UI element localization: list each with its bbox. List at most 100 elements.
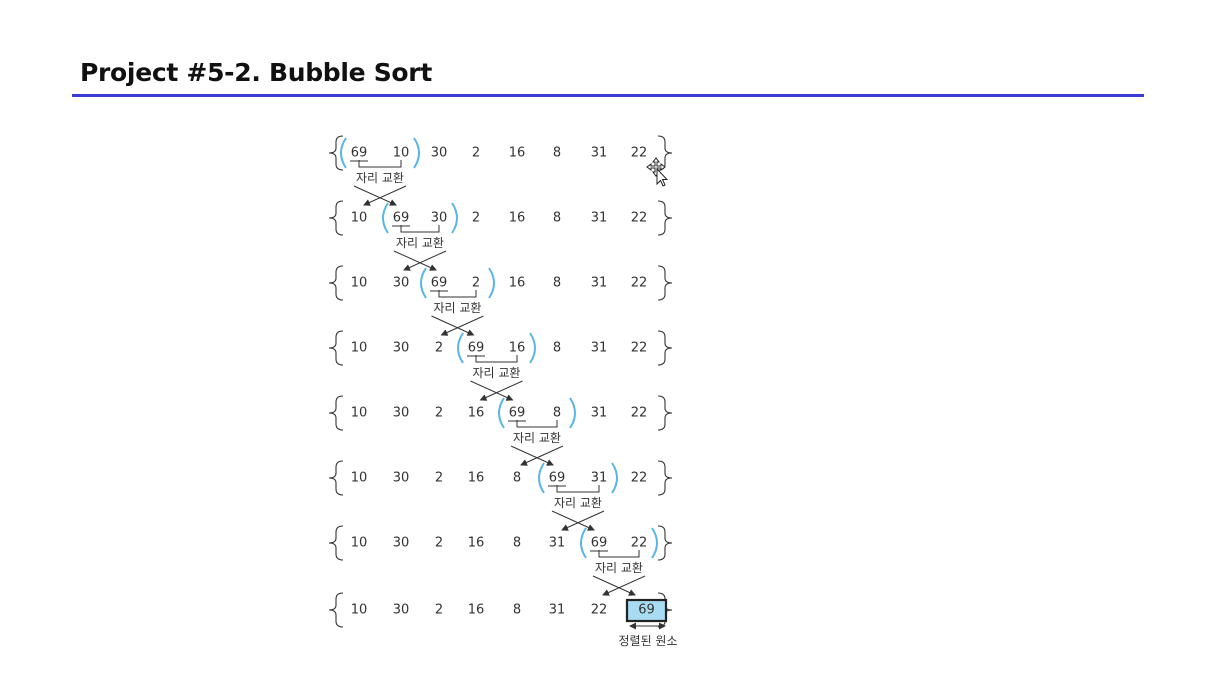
array-value: 10 — [351, 603, 368, 618]
array-value: 31 — [549, 536, 566, 551]
array-value: 10 — [351, 211, 368, 226]
slide-title: Project #5-2. Bubble Sort — [80, 58, 432, 87]
swap-label: 자리 교환 — [396, 236, 444, 250]
array-value: 22 — [631, 276, 648, 291]
array-value: 31 — [591, 341, 608, 356]
array-value: 8 — [513, 603, 521, 618]
swap-paren-left — [538, 462, 545, 494]
swap-paren-left — [580, 527, 587, 559]
sorted-element-value: 69 — [638, 603, 655, 618]
array-value: 10 — [351, 276, 368, 291]
array-value: 16 — [509, 276, 526, 291]
swap-paren-right — [611, 462, 618, 494]
open-brace — [328, 395, 344, 431]
swap-arrow — [363, 185, 407, 206]
array-value: 10 — [351, 536, 368, 551]
array-value: 16 — [468, 603, 485, 618]
swap-paren-right — [569, 397, 576, 429]
array-value: 2 — [435, 341, 443, 356]
swap-arrow — [551, 510, 595, 531]
swap-bracket — [516, 420, 558, 428]
array-value: 30 — [431, 211, 448, 226]
close-brace — [657, 525, 673, 561]
close-brace — [657, 200, 673, 236]
array-value: 31 — [591, 276, 608, 291]
swap-label: 자리 교환 — [595, 561, 643, 575]
swap-label: 자리 교환 — [554, 496, 602, 510]
swap-paren-left — [340, 137, 347, 169]
array-value: 16 — [509, 341, 526, 356]
close-brace — [657, 460, 673, 496]
array-value: 69 — [509, 406, 526, 421]
open-brace — [328, 330, 344, 366]
array-value: 31 — [591, 211, 608, 226]
array-value: 2 — [435, 471, 443, 486]
swap-bracket — [358, 160, 402, 168]
array-value: 31 — [591, 406, 608, 421]
array-value: 8 — [513, 536, 521, 551]
swap-paren-right — [451, 202, 458, 234]
array-value: 16 — [468, 471, 485, 486]
array-value: 22 — [631, 406, 648, 421]
open-brace — [328, 135, 344, 171]
array-value: 69 — [468, 341, 485, 356]
swap-arrow — [561, 510, 605, 531]
array-value: 69 — [431, 276, 448, 291]
array-value: 10 — [351, 406, 368, 421]
array-value: 69 — [351, 146, 368, 161]
close-brace — [657, 395, 673, 431]
array-value: 31 — [591, 146, 608, 161]
move-cursor-icon — [646, 157, 669, 187]
array-value: 8 — [553, 341, 561, 356]
array-value: 8 — [553, 146, 561, 161]
swap-label: 자리 교환 — [434, 301, 482, 315]
swap-paren-right — [651, 527, 658, 559]
swap-bracket — [438, 290, 477, 298]
array-value: 22 — [631, 471, 648, 486]
array-value: 8 — [553, 211, 561, 226]
array-value: 2 — [435, 603, 443, 618]
array-value: 16 — [509, 211, 526, 226]
array-value: 8 — [553, 276, 561, 291]
swap-arrow — [470, 380, 514, 401]
array-value: 16 — [509, 146, 526, 161]
swap-arrow — [520, 445, 564, 466]
swap-arrow — [393, 250, 437, 271]
array-value: 30 — [393, 406, 410, 421]
array-value: 31 — [591, 471, 608, 486]
array-value: 10 — [351, 471, 368, 486]
array-value: 30 — [393, 536, 410, 551]
array-value: 10 — [351, 341, 368, 356]
swap-arrow — [602, 575, 646, 596]
array-value: 30 — [393, 341, 410, 356]
open-brace — [328, 200, 344, 236]
open-brace — [328, 460, 344, 496]
array-value: 22 — [631, 341, 648, 356]
swap-bracket — [556, 485, 600, 493]
array-value: 30 — [431, 146, 448, 161]
swap-arrow — [440, 315, 484, 336]
swap-arrow — [510, 445, 554, 466]
array-value: 30 — [393, 471, 410, 486]
swap-paren-left — [457, 332, 464, 364]
swap-label: 자리 교환 — [513, 431, 561, 445]
swap-bracket — [475, 355, 518, 363]
close-brace — [657, 330, 673, 366]
array-value: 30 — [393, 603, 410, 618]
array-value: 31 — [549, 603, 566, 618]
swap-paren-right — [529, 332, 536, 364]
open-brace — [328, 525, 344, 561]
sorted-element-box — [625, 598, 668, 623]
array-value: 22 — [631, 146, 648, 161]
array-value: 2 — [435, 406, 443, 421]
array-value: 10 — [393, 146, 410, 161]
array-value: 22 — [631, 211, 648, 226]
array-value: 69 — [549, 471, 566, 486]
swap-label: 자리 교환 — [473, 366, 521, 380]
array-value: 30 — [393, 276, 410, 291]
array-value: 69 — [393, 211, 410, 226]
array-value: 22 — [631, 536, 648, 551]
sorted-label: 정렬된 원소 — [618, 634, 677, 648]
array-value: 2 — [435, 536, 443, 551]
array-value: 16 — [468, 406, 485, 421]
